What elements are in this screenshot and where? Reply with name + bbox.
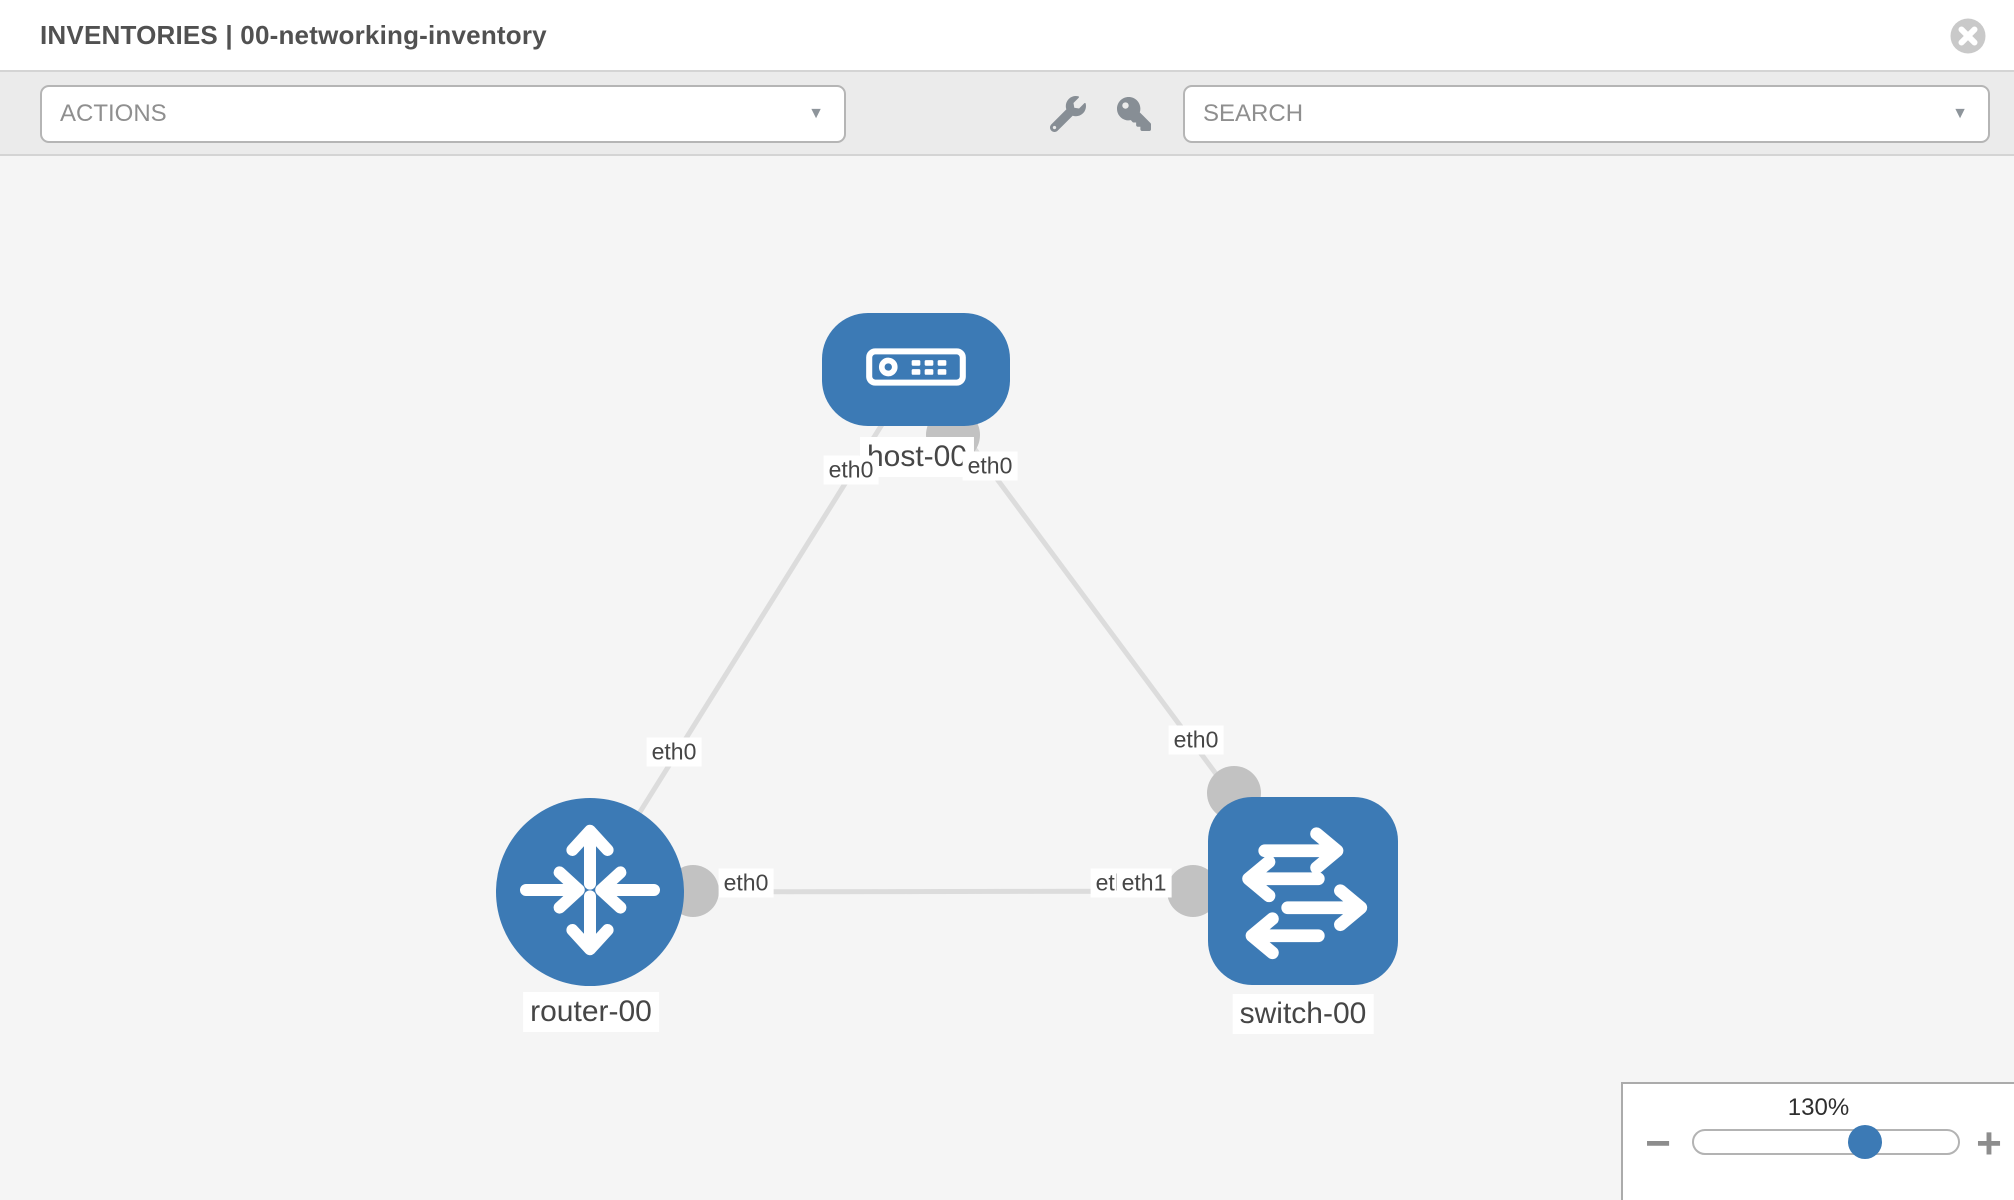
zoom-percent-label: 130% xyxy=(1787,1094,1850,1121)
node-router-00[interactable] xyxy=(496,798,684,986)
node-label-switch: switch-00 xyxy=(1232,994,1374,1034)
node-label-host: host-00 xyxy=(859,437,975,477)
port-dot-switch-left xyxy=(1167,865,1219,917)
topology-canvas[interactable]: host-00 router-00 switch-00 eth0 eth0 et… xyxy=(0,156,2014,1200)
zoom-panel: 130% − + xyxy=(1621,1082,2014,1200)
page-title: INVENTORIES | 00-networking-inventory xyxy=(40,20,547,50)
actions-dropdown[interactable]: ACTIONS ▼ xyxy=(40,85,846,143)
chevron-down-icon: ▼ xyxy=(808,105,824,122)
port-label-host-eth0-left: eth0 xyxy=(823,455,879,485)
tools-button[interactable] xyxy=(1046,94,1090,134)
close-button[interactable] xyxy=(1948,16,1988,56)
topology-links-layer xyxy=(587,368,1306,917)
zoom-in-button[interactable]: + xyxy=(1967,1114,2011,1174)
plus-icon: + xyxy=(1976,1119,2002,1168)
node-label-router: router-00 xyxy=(523,992,659,1032)
port-label-link-eth1-over: eth1 xyxy=(1116,868,1172,898)
port-label-host-eth0-right: eth0 xyxy=(962,451,1018,481)
server-icon xyxy=(864,339,968,400)
close-icon xyxy=(1948,18,1988,59)
zoom-out-button[interactable]: − xyxy=(1636,1114,1680,1174)
zoom-slider-track[interactable] xyxy=(1692,1125,1960,1159)
credentials-button[interactable] xyxy=(1112,94,1156,134)
zoom-slider-thumb[interactable] xyxy=(1848,1125,1882,1159)
node-host-00[interactable] xyxy=(822,313,1010,426)
page-header: INVENTORIES | 00-networking-inventory xyxy=(0,0,2014,72)
port-label-switch-eth0: eth0 xyxy=(1168,725,1224,755)
port-label-router-eth0: eth0 xyxy=(646,737,702,767)
key-icon xyxy=(1112,97,1156,131)
node-switch-00[interactable] xyxy=(1208,797,1398,985)
search-dropdown-label: SEARCH xyxy=(1203,100,1304,127)
wrench-icon xyxy=(1046,96,1090,132)
actions-dropdown-label: ACTIONS xyxy=(60,100,167,127)
minus-icon: − xyxy=(1645,1119,1671,1168)
port-label-link-eth0: eth0 xyxy=(718,868,774,898)
router-arrows-icon xyxy=(510,810,670,975)
switch-arrows-icon xyxy=(1218,804,1388,979)
chevron-down-icon: ▼ xyxy=(1952,105,1968,122)
search-dropdown[interactable]: SEARCH ▼ xyxy=(1183,85,1990,143)
toolbar: ACTIONS ▼ SEARCH ▼ xyxy=(0,72,2014,156)
